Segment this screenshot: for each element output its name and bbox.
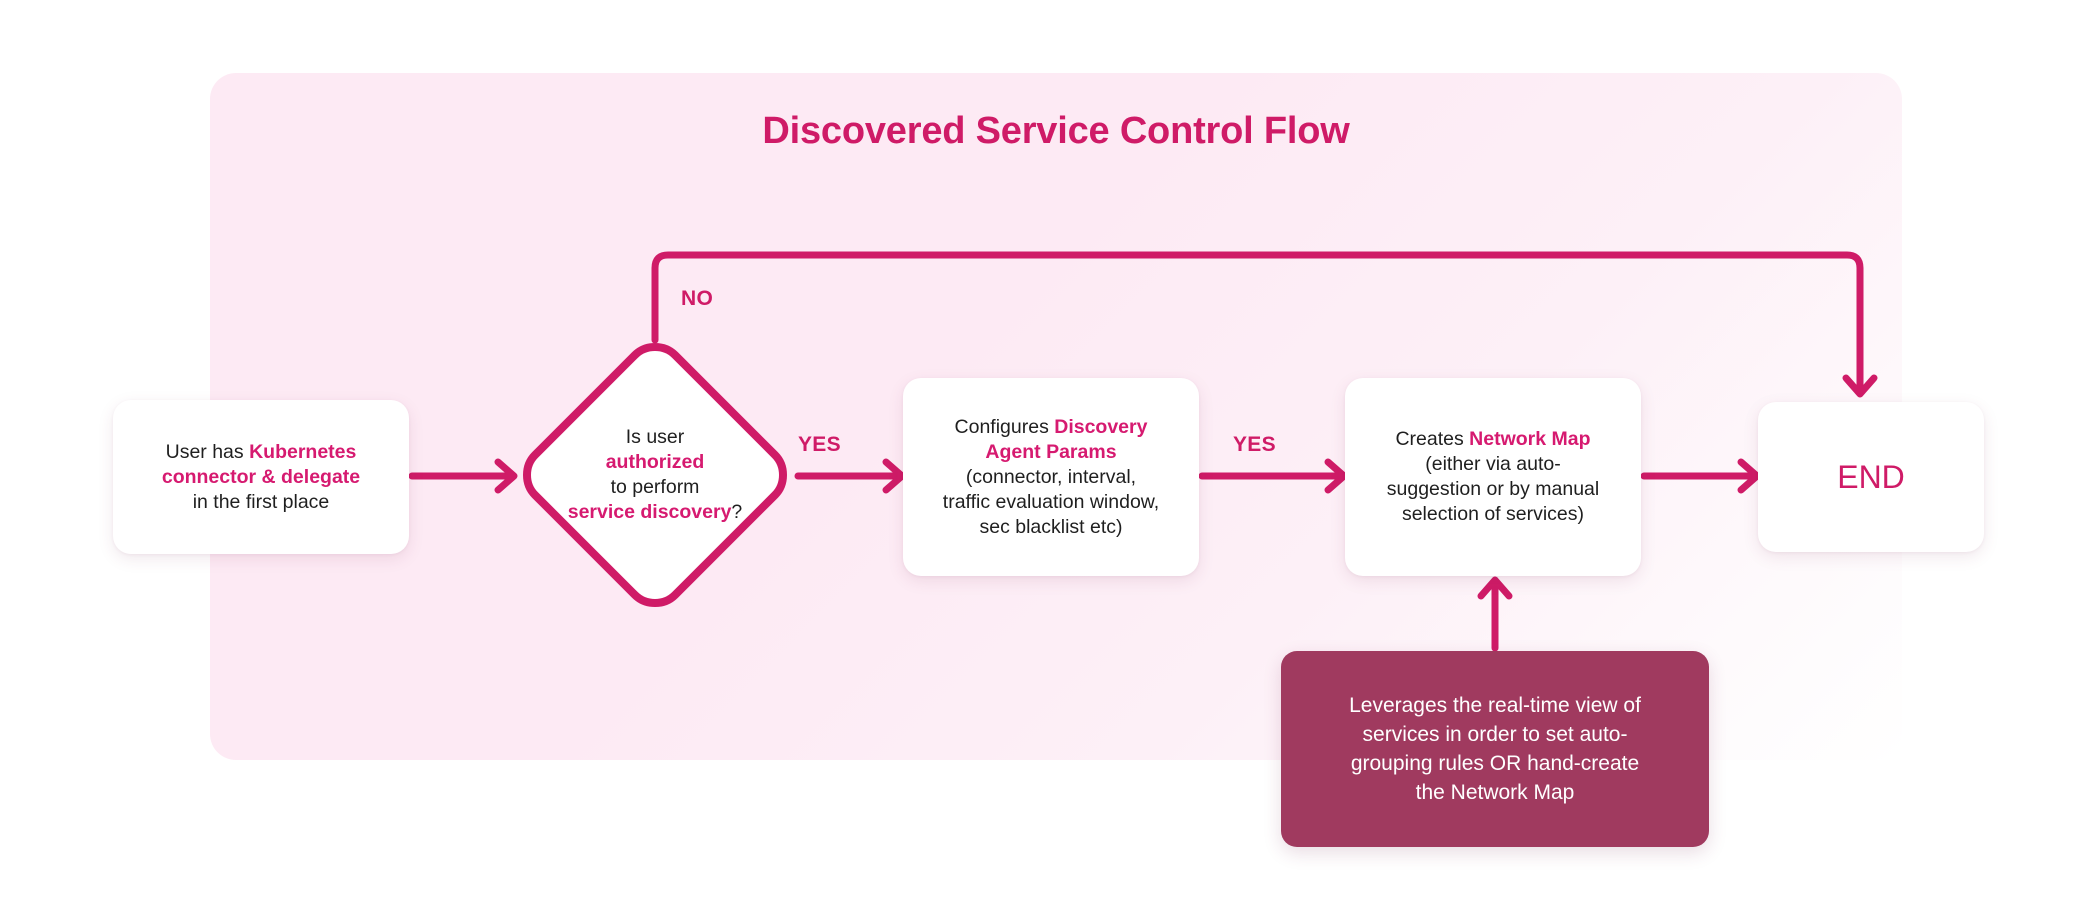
map-line4-plain: selection of services) bbox=[1401, 503, 1585, 525]
params-line5-plain: sec blacklist etc) bbox=[979, 515, 1123, 538]
note-line1: Leverages the real-time view of bbox=[1349, 694, 1641, 717]
params-line1-highlight: Discovery bbox=[1054, 415, 1148, 438]
node-annotation-leverages-real-time-view[interactable]: Leverages the real-time view of services… bbox=[1281, 651, 1709, 847]
params-line1-plain: Configures bbox=[954, 415, 1055, 438]
params-line4-plain: traffic evaluation window, bbox=[942, 490, 1160, 513]
decision-line2-highlight: authorized bbox=[605, 451, 705, 473]
node-end[interactable]: END bbox=[1758, 402, 1984, 552]
node-start-user-has-connector[interactable]: User has Kubernetes connector & delegate… bbox=[113, 400, 409, 554]
map-line1-highlight: Network Map bbox=[1469, 428, 1591, 450]
map-line1-plain: Creates bbox=[1395, 428, 1470, 450]
start-line1-highlight: Kubernetes bbox=[249, 440, 357, 463]
start-line3-plain: in the first place bbox=[192, 490, 330, 513]
edge-label-yes-to-map: YES bbox=[1233, 433, 1276, 456]
note-line4: the Network Map bbox=[1415, 781, 1575, 804]
diamond-shape bbox=[522, 342, 788, 608]
end-label: END bbox=[1837, 458, 1905, 495]
note-line2: services in order to set auto- bbox=[1362, 723, 1628, 746]
map-line2-plain: (either via auto- bbox=[1425, 453, 1561, 475]
page-title: Discovered Service Control Flow bbox=[762, 110, 1350, 152]
node-creates-network-map[interactable]: Creates Network Map (either via auto- su… bbox=[1345, 378, 1641, 576]
start-line1-plain: User has bbox=[165, 440, 250, 463]
decision-line3-plain: to perform bbox=[610, 476, 700, 498]
decision-line1-plain: Is user bbox=[625, 426, 685, 448]
edge-label-yes-to-params: YES bbox=[798, 433, 841, 456]
params-line2-highlight: Agent Params bbox=[985, 440, 1117, 463]
params-line3-plain: (connector, interval, bbox=[965, 465, 1137, 488]
edge-label-no: NO bbox=[681, 287, 714, 310]
decision-line4-highlight: service discovery bbox=[567, 501, 732, 523]
decision-line4-suffix: ? bbox=[731, 501, 743, 523]
note-line3: grouping rules OR hand-create bbox=[1350, 752, 1640, 775]
map-line3-plain: suggestion or by manual bbox=[1386, 478, 1600, 500]
node-decision-is-user-authorized[interactable]: Is user authorized to perform service di… bbox=[515, 335, 795, 615]
node-configures-discovery-agent-params[interactable]: Configures Discovery Agent Params (conne… bbox=[903, 378, 1199, 576]
start-line2-highlight: connector & delegate bbox=[161, 465, 361, 488]
